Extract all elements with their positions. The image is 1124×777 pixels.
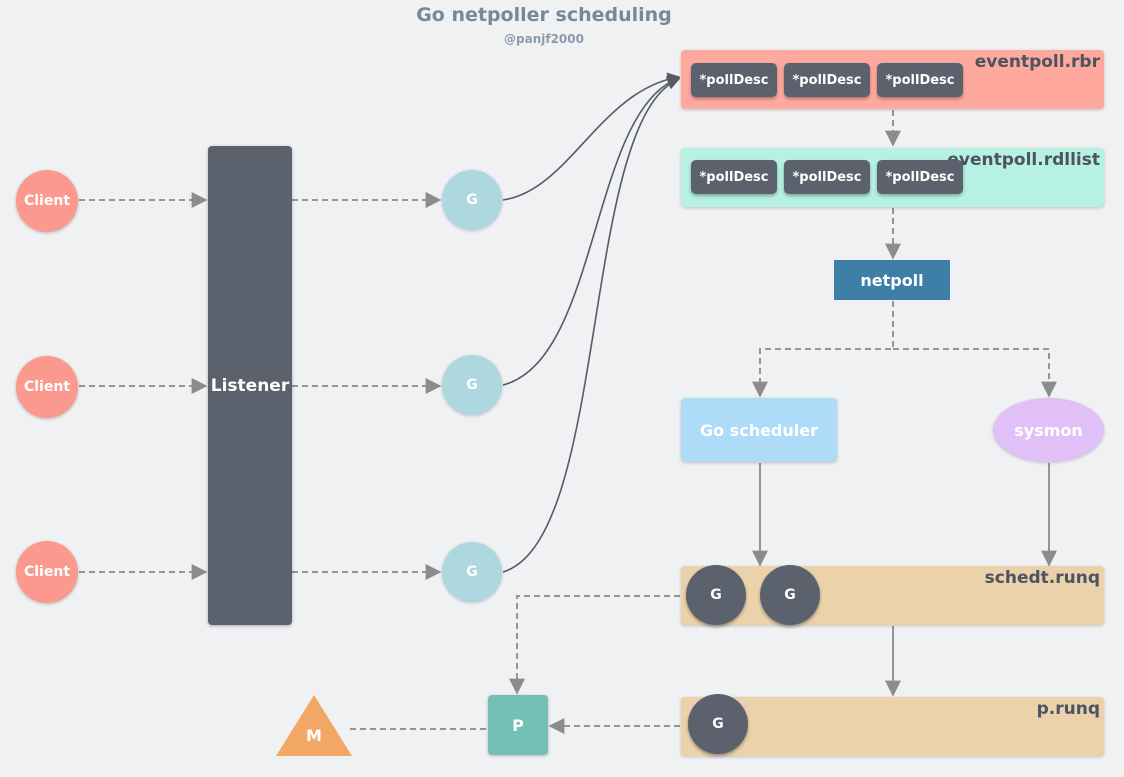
goroutine-node: G — [442, 355, 502, 415]
polldesc-item: *pollDesc — [877, 160, 963, 194]
polldesc-item: *pollDesc — [691, 63, 777, 97]
polldesc-item: *pollDesc — [691, 160, 777, 194]
sched-runq-band: schedt.runq — [681, 566, 1104, 625]
eventpoll-rdllist-band: eventpoll.rdllist *pollDesc *pollDesc *p… — [681, 148, 1104, 207]
arrow-schedrunq-p — [509, 595, 680, 695]
diagram-author: @panjf2000 — [504, 32, 584, 46]
netpoll-node: netpoll — [834, 260, 950, 300]
goroutine-node: G — [686, 565, 746, 625]
polldesc-item: *pollDesc — [877, 63, 963, 97]
eventpoll-rdllist-label: eventpoll.rdllist — [947, 150, 1100, 170]
goroutine-node: G — [688, 694, 748, 754]
goroutine-node: G — [760, 565, 820, 625]
arrow-netpoll-scheduler — [752, 301, 894, 398]
curve-g2-rbr — [502, 75, 681, 386]
goroutine-node: G — [442, 170, 502, 230]
p-runq-label: p.runq — [1036, 699, 1100, 719]
sysmon-node: sysmon — [993, 398, 1104, 462]
client-node: Client — [16, 541, 78, 603]
processor-node: P — [488, 695, 548, 755]
eventpoll-rbr-label: eventpoll.rbr — [974, 52, 1100, 72]
polldesc-item: *pollDesc — [784, 63, 870, 97]
machine-triangle — [276, 695, 352, 756]
p-runq-band: p.runq — [681, 697, 1104, 756]
diagram-title: Go netpoller scheduling — [416, 4, 672, 26]
sched-runq-label: schedt.runq — [984, 568, 1100, 588]
client-node: Client — [16, 170, 78, 232]
curve-g1-rbr — [502, 72, 681, 201]
eventpoll-rbr-band: eventpoll.rbr *pollDesc *pollDesc *pollD… — [681, 50, 1104, 109]
machine-label: M — [306, 726, 322, 745]
curve-g3-rbr — [502, 77, 681, 573]
listener-node: Listener — [208, 146, 292, 625]
arrow-netpoll-sysmon — [893, 348, 1057, 398]
polldesc-item: *pollDesc — [784, 160, 870, 194]
go-scheduler-node: Go scheduler — [681, 398, 837, 462]
goroutine-node: G — [442, 542, 502, 602]
client-node: Client — [16, 356, 78, 418]
